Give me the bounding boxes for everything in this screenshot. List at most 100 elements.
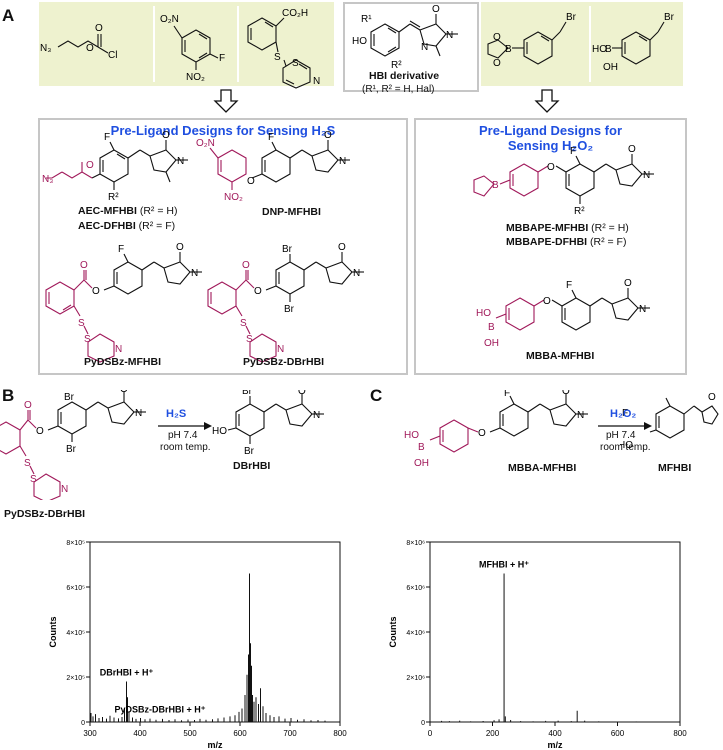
svg-text:N: N [577,410,584,421]
svg-text:B: B [605,44,612,55]
svg-text:O: O [547,162,555,173]
reaction-b-reagent: H₂S [166,408,187,420]
spectrum-b-annotation: PyDSBz-DBrHBI + H⁺ [114,705,205,715]
svg-text:N: N [421,42,428,53]
svg-text:N₃: N₃ [42,174,53,185]
svg-text:S: S [30,474,37,485]
svg-text:B: B [505,44,512,55]
svg-text:O: O [493,32,501,43]
spectrum-b-xtick-label: 700 [283,729,297,738]
reaction-c-reagent: H₂O₂ [610,408,637,420]
svg-text:O: O [176,242,184,253]
panel-a-label: A [2,6,15,25]
svg-text:F: F [622,408,628,419]
svg-text:F: F [104,132,110,143]
svg-text:O: O [432,4,440,15]
reagent-box-left [39,2,334,86]
panel-c-label: C [370,386,383,405]
svg-text:O: O [298,390,306,397]
aec-dfhbi-label: AEC-DFHBI (R² = F) [78,220,176,232]
reaction-c-cond2: room temp. [600,442,651,453]
svg-text:F: F [504,390,510,399]
svg-text:HO: HO [476,308,491,319]
svg-text:OH: OH [484,338,499,349]
svg-text:Br: Br [284,304,295,315]
ester-o: O [86,43,94,54]
svg-text:NO₂: NO₂ [186,72,205,83]
hbi-core-structure [370,14,458,57]
svg-text:O: O [543,296,551,307]
mbba-mfhbi-label: MBBA-MFHBI [526,350,595,362]
svg-text:O: O [120,390,128,395]
svg-text:N: N [313,76,320,87]
svg-text:Br: Br [64,392,75,403]
spectrum-c-ytick-label: 6×10⁶ [406,585,425,592]
svg-text:O: O [562,390,570,397]
svg-text:N: N [353,268,360,279]
svg-text:N: N [135,408,142,419]
h2o2-designs-title-1: Pre-Ligand Designs for [478,123,623,138]
spectrum-b-xtick-label: 400 [133,729,147,738]
svg-text:O: O [478,428,486,439]
svg-text:S: S [292,58,299,69]
svg-text:O: O [36,426,44,437]
spectrum-c-ylabel: Counts [388,617,398,648]
spectrum-c-xtick-label: 200 [486,729,500,738]
svg-text:Br: Br [66,444,77,455]
down-arrows [213,89,560,113]
svg-text:B: B [488,322,495,333]
hbi-caption: HBI derivative [369,70,440,82]
svg-text:O: O [338,242,346,253]
spectrum-c-xtick-label: 800 [673,729,687,738]
svg-text:S: S [274,52,281,63]
svg-text:N: N [191,268,198,279]
hbi-box [343,2,479,92]
mbbape-mfhbi-label: MBBAPE-MFHBI (R² = H) [506,222,629,234]
svg-text:O: O [254,286,262,297]
spectrum-b-annotation: DBrHBI + H⁺ [100,668,154,678]
reaction-c-cond1: pH 7.4 [606,430,636,441]
spectrum-b-ytick-label: 2×10⁵ [66,675,85,682]
svg-text:N: N [313,410,320,421]
spectrum-b-ytick-label: 8×10⁵ [66,540,85,547]
reagent-box-right [481,2,683,86]
svg-text:O: O [247,176,255,187]
svg-text:N: N [177,156,184,167]
reaction-b-product-label: DBrHBI [233,460,271,472]
mbbape-dfhbi-label: MBBAPE-DFHBI (R² = F) [506,236,627,248]
spectrum-b-xlabel: m/z [207,740,223,748]
spectrum-c-frame [429,541,681,723]
svg-text:O: O [493,58,501,69]
reaction-b-cond1: pH 7.4 [168,430,198,441]
panel-b-label: B [2,386,15,405]
spectrum-b-ytick-label: 4×10⁵ [66,630,85,637]
spectrum-c-xtick-label: 0 [428,729,433,738]
spectrum-c-xtick-label: 600 [611,729,625,738]
svg-text:S: S [24,458,31,469]
spectrum-b-ytick-label: 6×10⁵ [66,585,85,592]
h2s-designs-title: Pre-Ligand Designs for Sensing H₂S [110,123,336,138]
pydsbz-mfhbi-label: PyDSBz-MFHBI [84,356,162,368]
svg-text:HO: HO [352,36,367,47]
pydsbz-dbrhbi-label: PyDSBz-DBrHBI [243,356,325,368]
spectrum-c-ytick-label: 4×10⁶ [406,630,425,637]
svg-text:Br: Br [242,390,253,397]
svg-text:HO: HO [404,430,419,441]
svg-text:NO₂: NO₂ [224,192,243,203]
svg-text:F: F [219,53,225,64]
azidoethyl-chloroformate-structure [57,34,109,54]
svg-text:Br: Br [282,244,293,255]
spectrum-c-xtick-label: 400 [548,729,562,738]
svg-text:O: O [92,286,100,297]
svg-text:F: F [570,146,576,157]
svg-text:B: B [418,442,425,453]
svg-text:HO: HO [620,440,633,451]
svg-text:N: N [115,344,122,355]
svg-text:O: O [628,144,636,155]
spectrum-c-annotation: MFHBI + H⁺ [479,560,529,570]
reaction-c-reactant-label: MBBA-MFHBI [508,462,577,474]
